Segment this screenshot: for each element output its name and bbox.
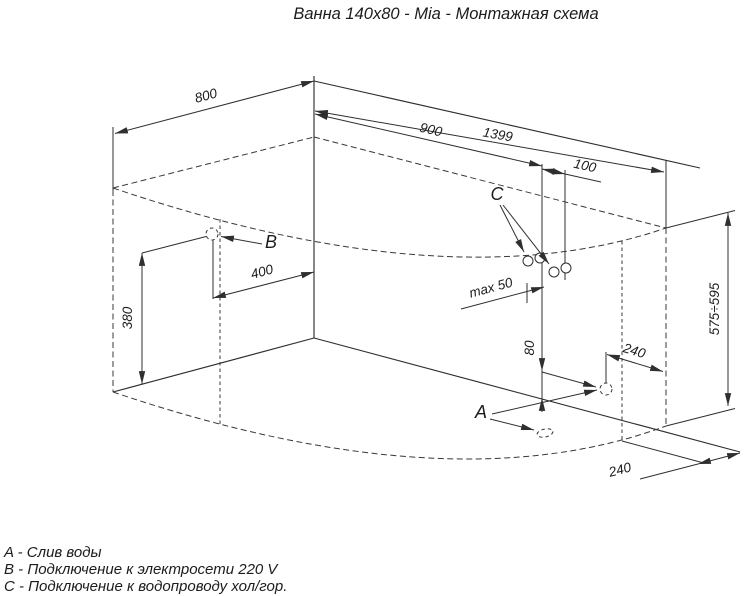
dimension-800-label: 800 (193, 85, 219, 105)
point-c-leader-1 (499, 204, 525, 253)
dimension-900-label: 900 (418, 120, 444, 140)
point-a-label: A (474, 402, 487, 422)
dimension-900: 900 (314, 113, 543, 167)
dimension-240-floor-tail (639, 463, 699, 480)
dimension-800: 800 (114, 80, 315, 134)
dimension-height-label: 575÷595 (707, 282, 722, 335)
dimension-100-tail (564, 173, 602, 183)
rim-front-curve (112, 187, 667, 258)
dimension-240-floor-extension (621, 440, 703, 463)
dimension-100: 100 (541, 156, 602, 404)
legend-item-a: A - Слив воды (3, 544, 102, 561)
right-wall-top-edge (313, 80, 701, 169)
floor-front-curve (112, 391, 667, 460)
drain-height-leader (541, 371, 597, 388)
legend: A - Слив воды B - Подключение к электрос… (3, 544, 287, 595)
point-a-leader-2 (489, 418, 535, 431)
connection-c-circle-4 (560, 262, 572, 274)
drain-a-point (599, 382, 613, 396)
rim-right-wall-line (313, 136, 667, 229)
dimension-80-label: 80 (522, 340, 537, 356)
height-extension-bottom (665, 408, 736, 427)
dimension-380-label: 380 (120, 306, 135, 329)
connection-points (205, 227, 613, 438)
dimension-380-extension (141, 235, 211, 254)
connection-c-circle-2 (534, 252, 546, 264)
dimension-400-line (212, 271, 315, 299)
point-labels: B C A (220, 184, 598, 431)
connection-b-point (205, 227, 219, 241)
point-b-leader (220, 235, 263, 245)
dimension-100-label: 100 (572, 156, 598, 176)
dimension-240-end-line (606, 354, 664, 372)
dimension-800-line (114, 80, 315, 134)
left-wall-floor-edge (112, 337, 315, 393)
dimension-max50: max 50 (460, 275, 545, 310)
dimension-240-floor-line (697, 452, 741, 465)
dimension-1399-label: 1399 (482, 125, 515, 145)
drawing-title: Ванна 140x80 - Mia - Монтажная схема (293, 5, 598, 23)
dimension-900-line (314, 113, 543, 167)
right-wall-floor-edge (313, 337, 741, 453)
connection-c-circle-1 (522, 255, 534, 267)
dimension-240-end: 240 (605, 340, 664, 384)
dimension-max50-line (460, 286, 545, 310)
point-c-leader-2 (502, 204, 550, 265)
dimension-400-label: 400 (249, 261, 275, 281)
legend-item-b: B - Подключение к электросети 220 V (4, 561, 279, 578)
dimension-height-range: 575÷595 (665, 210, 736, 427)
dimension-100-line (541, 168, 566, 175)
point-c-label: C (491, 184, 505, 204)
drain-a-floor-outlet (536, 428, 554, 438)
rim-left-wall-line (112, 136, 315, 189)
dimension-240-floor-label: 240 (606, 459, 633, 480)
connection-c-circle-3 (548, 266, 560, 278)
legend-item-c: C - Подключение к водопроводу хол/гор. (4, 578, 287, 595)
dimension-400: 400 (212, 240, 315, 299)
bathtub-outline (112, 136, 667, 460)
dimension-240-end-label: 240 (620, 340, 647, 361)
point-b-label: B (265, 232, 277, 252)
dimension-80: 80 (522, 340, 597, 412)
dimension-380: 380 (120, 235, 211, 384)
height-extension-top (665, 210, 736, 229)
point-a-leader-1 (491, 389, 598, 415)
dimension-240-floor: 240 (606, 440, 741, 480)
